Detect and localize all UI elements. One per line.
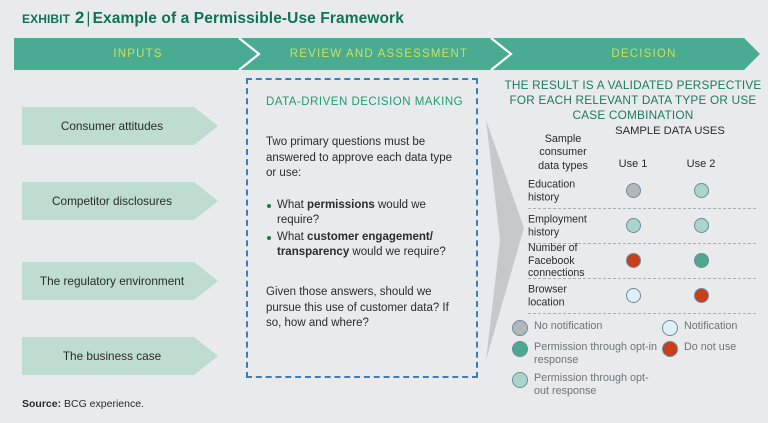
input-arrow-business-case: The business case	[22, 337, 218, 375]
question-pre: What	[277, 230, 308, 243]
status-dot	[625, 218, 641, 234]
cell-use-1	[606, 287, 660, 305]
cell-use-2	[674, 287, 728, 305]
question-post: would we require?	[349, 245, 446, 258]
decision-panel: DATA-DRIVEN DECISION MAKING Two primary …	[246, 78, 478, 378]
legend-label: Do not use	[684, 341, 737, 353]
question-post: would we require?	[277, 199, 426, 226]
connector-arrow-icon	[486, 120, 524, 360]
table-row: Number of Facebook connections	[528, 241, 756, 280]
legend-label: No notification	[534, 320, 603, 332]
source-note: Source: BCG experience.	[22, 398, 144, 410]
phase-label-inputs: INPUTS	[113, 48, 163, 60]
row-label: Education history	[528, 178, 576, 203]
legend-swatch	[662, 320, 678, 336]
legend-item-notification: Notification	[662, 320, 766, 336]
phase-label-review-and-assessment: REVIEW AND ASSESSMENT	[289, 48, 469, 60]
question-bold: permissions	[307, 199, 375, 211]
row-label: Browser location	[528, 283, 567, 308]
list-item: What customer engagement/ transparency w…	[266, 230, 468, 260]
column-header-use-2: Use 2	[686, 158, 716, 170]
decision-panel-outro: Given those answers, should we pursue th…	[266, 286, 449, 330]
question-pre: What	[277, 199, 308, 211]
phase-label-decision: DECISION	[611, 48, 677, 60]
cell-use-2	[674, 217, 728, 235]
legend-label: Permission through opt-out response	[534, 371, 649, 397]
exhibit-label: Exhibit 2	[22, 8, 85, 27]
source-text: BCG experience.	[61, 398, 144, 410]
status-dot	[693, 183, 709, 199]
source-label: Source:	[22, 398, 62, 410]
decision-question-list: What permissions would we require? What …	[266, 198, 468, 262]
input-arrow-label: The business case	[62, 349, 162, 363]
phase-banner-shape	[14, 38, 760, 70]
cell-use-2	[674, 182, 728, 200]
title-separator: |	[86, 10, 91, 27]
cell-use-2	[674, 252, 728, 270]
legend-swatch	[662, 341, 678, 357]
legend-item-do-not-use: Do not use	[662, 341, 766, 357]
arrow-shape	[22, 262, 218, 300]
cell-use-1	[606, 217, 660, 235]
table-row: Browser location	[528, 279, 756, 314]
status-dot	[625, 183, 641, 199]
cell-use-1	[606, 252, 660, 270]
arrow-shape	[22, 107, 218, 145]
arrow-shape	[22, 182, 218, 220]
table-row: Education history	[528, 174, 756, 209]
title-text: Example of a Permissible-Use Framework	[92, 10, 404, 27]
arrow-shape	[22, 337, 218, 375]
legend-label: Notification	[684, 320, 738, 332]
status-dot	[625, 288, 641, 304]
input-arrow-label: Competitor disclosures	[52, 194, 172, 208]
legend-column-left: No notification Permission through opt-i…	[512, 320, 662, 403]
column-header-sample-data-uses: SAMPLE DATA USES	[615, 125, 725, 137]
decision-panel-title: DATA-DRIVEN DECISION MAKING	[266, 96, 464, 108]
status-dot	[625, 253, 641, 269]
legend-label: Permission through opt-in response	[534, 341, 658, 366]
page-title: Exhibit 2|Example of a Permissible-Use F…	[22, 8, 404, 28]
legend-item-no-notification: No notification	[512, 320, 662, 336]
list-item: What permissions would we require?	[266, 198, 468, 228]
input-arrow-competitor-disclosures: Competitor disclosures	[22, 182, 218, 220]
status-dot	[693, 218, 709, 234]
legend-swatch	[512, 371, 528, 388]
legend-swatch	[512, 341, 528, 357]
status-dot	[693, 253, 709, 269]
input-arrow-consumer-attitudes: Consumer attitudes	[22, 107, 218, 145]
column-header-use-1: Use 1	[618, 158, 648, 170]
input-arrow-label: The regulatory environment	[39, 274, 185, 288]
status-dot	[693, 288, 709, 304]
question-bold: customer engagement/ transparency	[277, 230, 433, 258]
row-label: Number of Facebook connections	[528, 241, 585, 280]
input-arrow-regulatory-environment: The regulatory environment	[22, 262, 218, 300]
column-header-data-types: Sample consumer data types	[538, 133, 588, 172]
row-label: Employment history	[528, 213, 587, 238]
cell-use-1	[606, 182, 660, 200]
legend-column-right: Notification Do not use	[662, 320, 766, 362]
input-arrow-label: Consumer attitudes	[60, 119, 164, 133]
phase-banner: INPUTS REVIEW AND ASSESSMENT DECISION	[14, 38, 760, 70]
results-table: Education history Employment history Num…	[528, 174, 756, 314]
legend-swatch	[512, 320, 528, 336]
legend-item-opt-in: Permission through opt-in response	[512, 341, 662, 367]
result-heading: THE RESULT IS A VALIDATED PERSPECTIVE FO…	[504, 78, 762, 123]
decision-panel-intro: Two primary questions must be answered t…	[266, 136, 453, 180]
legend-item-opt-out: Permission through opt-out response	[512, 371, 662, 398]
table-row: Employment history	[528, 209, 756, 244]
